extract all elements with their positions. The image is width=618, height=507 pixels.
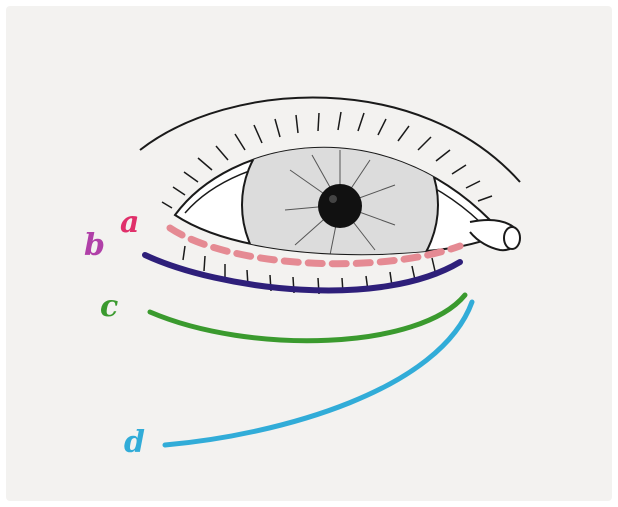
label-d: d bbox=[124, 425, 145, 460]
label-c: c bbox=[100, 289, 118, 324]
label-a: a bbox=[120, 205, 139, 240]
caruncle-tip bbox=[504, 227, 520, 249]
pupil-highlight bbox=[329, 195, 337, 203]
label-b: b bbox=[84, 228, 105, 263]
pupil bbox=[318, 184, 362, 228]
